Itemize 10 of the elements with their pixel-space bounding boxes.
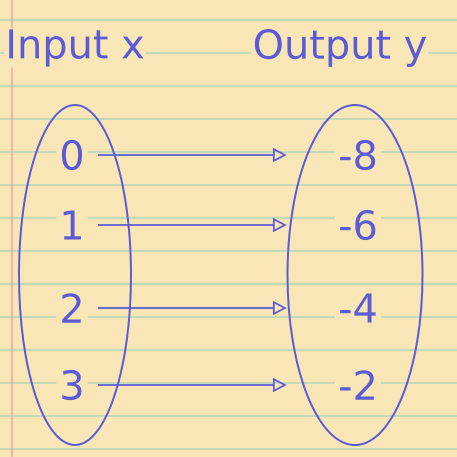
value-label: 2 [56,290,88,326]
heading: Output y [252,28,428,68]
value-label: -4 [335,290,381,326]
value-label: 3 [56,366,88,404]
value-label: -8 [335,136,381,174]
value-label: -6 [335,206,381,244]
value-label: -2 [335,367,381,403]
value-label: 0 [56,136,88,174]
value-label: 1 [56,207,88,243]
heading: Input x [4,28,146,68]
